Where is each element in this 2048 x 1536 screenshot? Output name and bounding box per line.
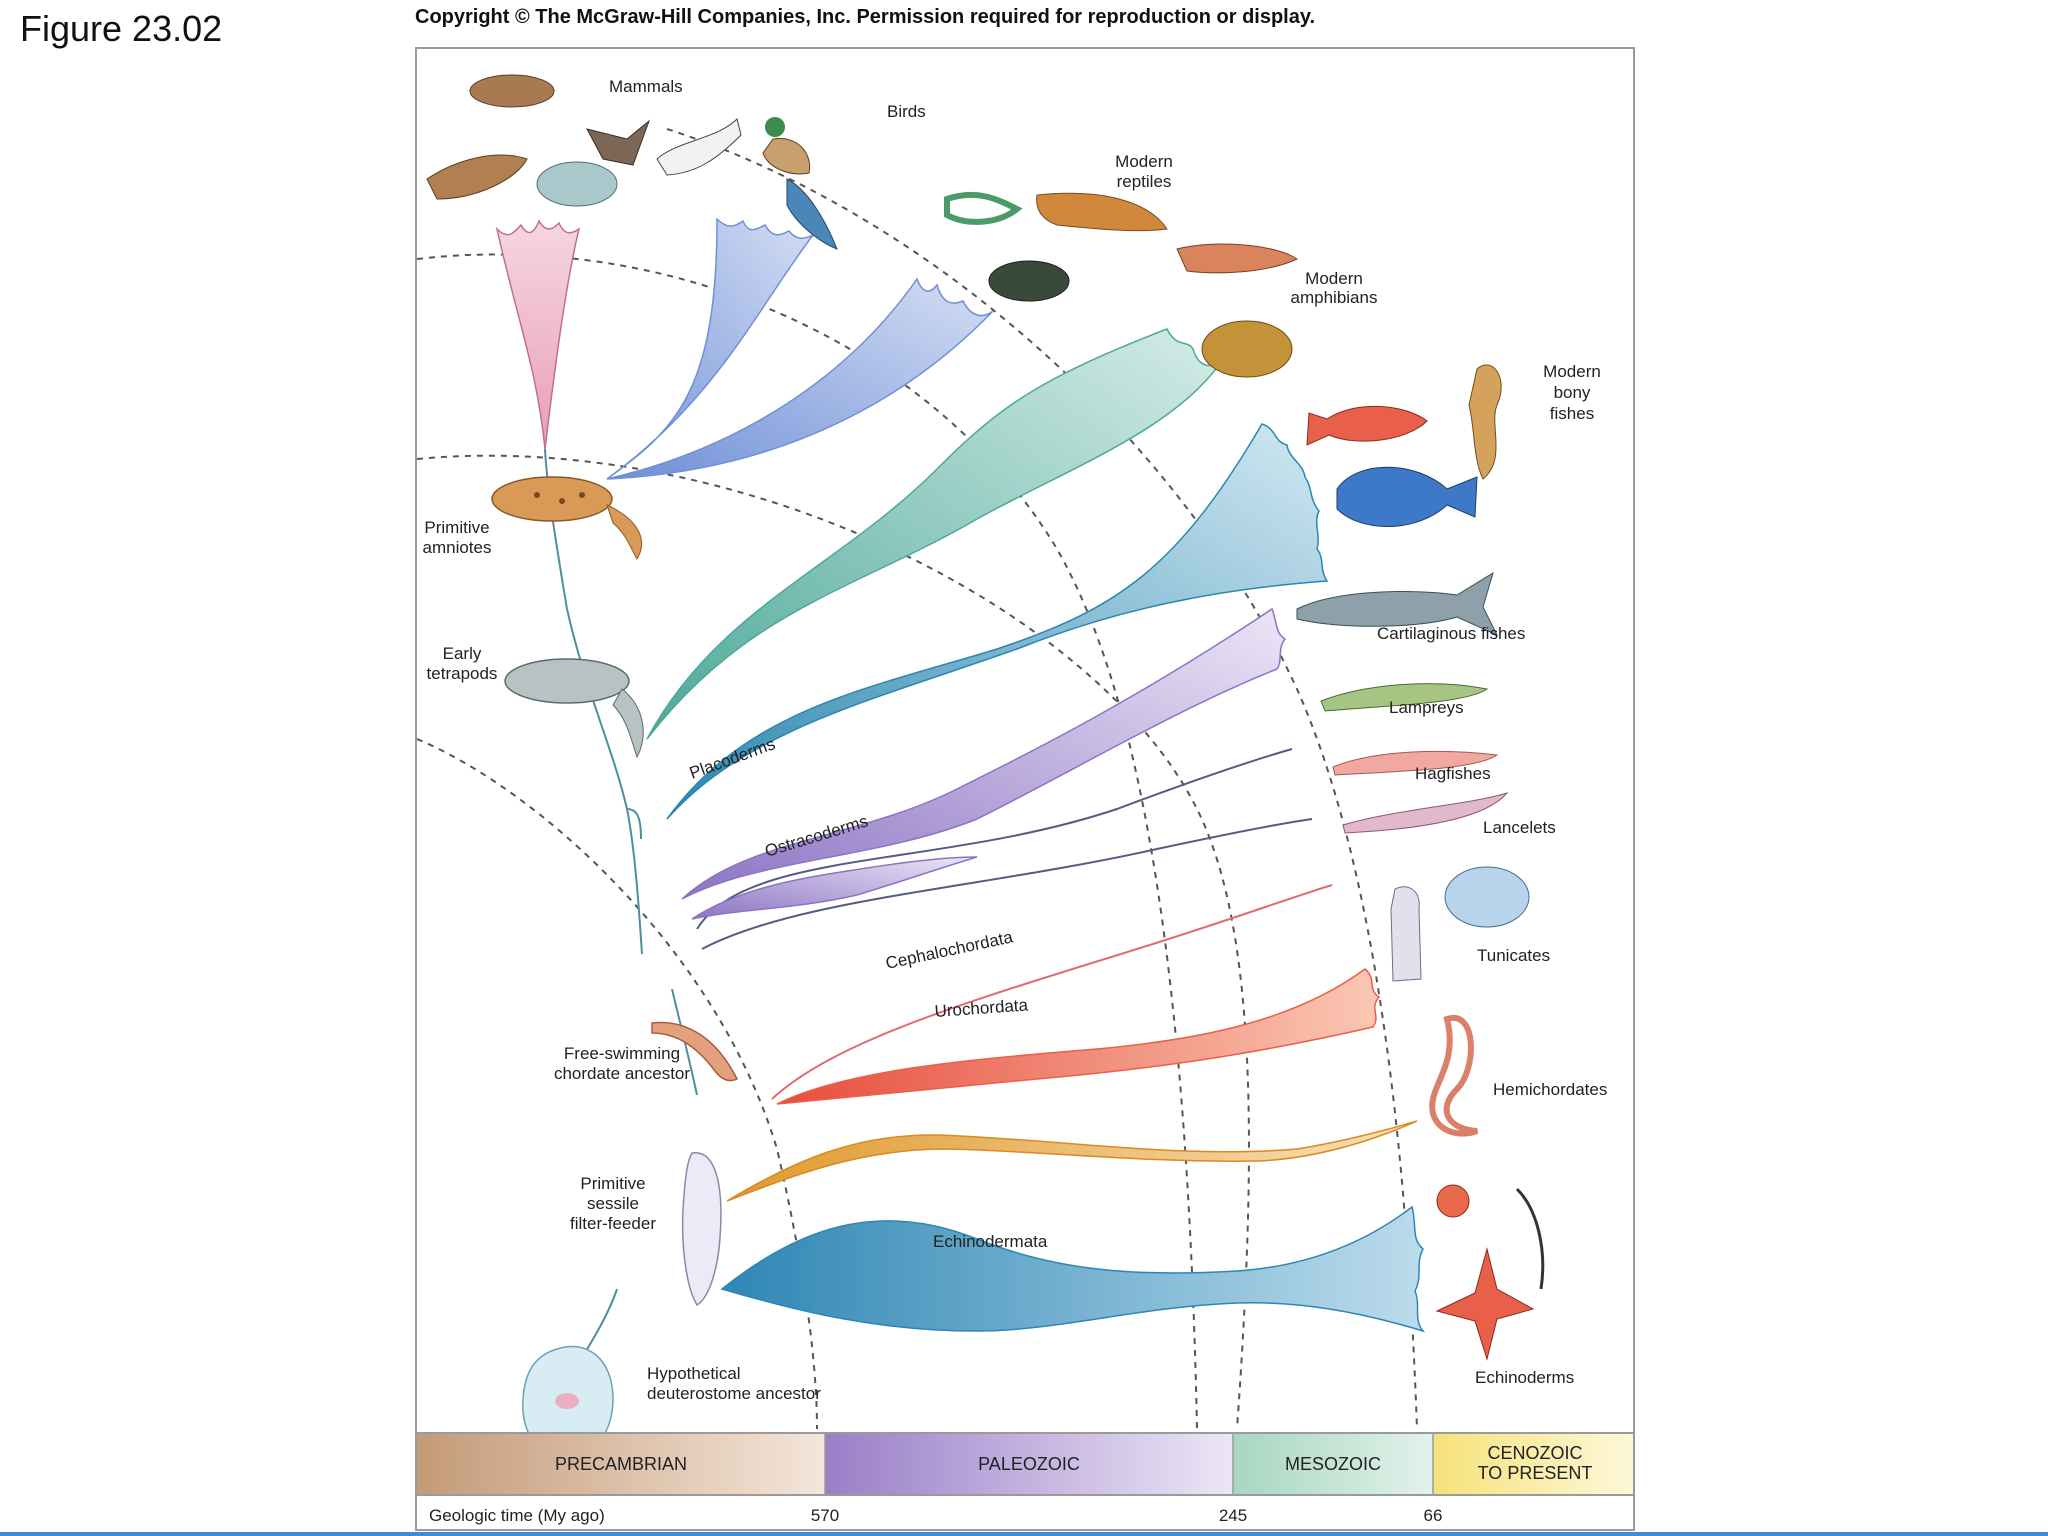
mammals-lineage — [495, 219, 581, 450]
ostracoderms-lineage — [691, 856, 978, 920]
label-placoderms: Placoderms — [687, 734, 778, 783]
era-label-mesozoic: MESOZOIC — [1285, 1454, 1381, 1474]
label-echinodermata: Echinodermata — [933, 1232, 1048, 1251]
lamprey-figure — [1320, 683, 1489, 712]
bony-fish-figures — [1306, 364, 1502, 527]
label-bony-3: fishes — [1550, 404, 1594, 423]
amphibians-lineage — [646, 328, 1224, 740]
label-sessile-3: filter-feeder — [570, 1214, 656, 1233]
label-deuterostome-1: Hypothetical — [647, 1364, 741, 1383]
label-echinoderms: Echinoderms — [1475, 1368, 1574, 1387]
bony-fishes-lineage — [666, 423, 1329, 820]
shark-figure — [1296, 571, 1499, 637]
label-hemichordates: Hemichordates — [1493, 1080, 1607, 1099]
sessile-filter-feeder-figure — [681, 1152, 722, 1307]
era-bar: PRECAMBRIAN PALEOZOIC MESOZOIC CENOZOIC … — [417, 1432, 1633, 1525]
reptiles-lineage — [606, 277, 994, 480]
mammal-figures — [426, 74, 651, 207]
bottom-accent-rule — [0, 1532, 2048, 1536]
jawless-lineages — [696, 748, 1313, 950]
label-sessile-1: Primitive — [580, 1174, 645, 1193]
label-early-tetrapods-1: Early — [443, 644, 482, 663]
evolution-diagram: Mammals Birds Modern reptiles Modern amp… — [417, 74, 1633, 1525]
chordate-stem — [544, 448, 698, 1392]
echinoderm-figures — [1435, 1184, 1545, 1361]
label-bony-2: bony — [1554, 383, 1591, 402]
era-label-cenozoic-2: TO PRESENT — [1478, 1463, 1593, 1483]
timeline-label: Geologic time (My ago) — [429, 1506, 605, 1525]
label-amphibians-1: Modern — [1305, 269, 1363, 288]
era-paleozoic — [825, 1433, 1233, 1495]
label-primitive-amniotes-1: Primitive — [424, 518, 489, 537]
era-precambrian — [417, 1433, 825, 1495]
era-label-cenozoic-1: CENOZOIC — [1487, 1443, 1582, 1463]
timeline-tick-66: 66 — [1424, 1506, 1443, 1525]
evolution-diagram-frame: Mammals Birds Modern reptiles Modern amp… — [415, 47, 1635, 1531]
copyright-notice: Copyright © The McGraw-Hill Companies, I… — [415, 6, 1316, 28]
label-early-tetrapods-2: tetrapods — [427, 664, 498, 683]
label-tunicates: Tunicates — [1477, 946, 1550, 965]
label-cephalochordata: Cephalochordata — [884, 927, 1015, 973]
era-cenozoic — [1433, 1433, 1633, 1495]
label-bony-1: Modern — [1543, 362, 1601, 381]
reptile-figures — [944, 191, 1168, 302]
timeline-tick-245: 245 — [1219, 1506, 1247, 1525]
label-primitive-amniotes-2: amniotes — [423, 538, 492, 557]
label-lancelets: Lancelets — [1483, 818, 1556, 837]
figure-label: Figure 23.02 — [20, 8, 223, 49]
lancelet-figure — [1342, 792, 1509, 834]
hemichordates-lineage — [726, 1120, 1418, 1202]
era-label-precambrian: PRECAMBRIAN — [555, 1454, 687, 1474]
label-free-swimming-2: chordate ancestor — [554, 1064, 690, 1083]
label-reptiles-2: reptiles — [1117, 172, 1172, 191]
amphibian-figures — [1176, 243, 1298, 378]
birds-lineage — [606, 217, 814, 480]
label-amphibians-2: amphibians — [1291, 288, 1378, 307]
early-tetrapod-figure — [504, 658, 644, 759]
label-mammals: Mammals — [609, 77, 683, 96]
timeline-tick-570: 570 — [811, 1506, 839, 1525]
tunicate-figures — [1390, 866, 1530, 982]
label-urochordata: Urochordata — [934, 995, 1029, 1021]
label-cartilaginous: Cartilaginous fishes — [1377, 624, 1525, 643]
cartilaginous-lineage — [681, 607, 1287, 900]
echinodermata-lineage — [720, 1205, 1426, 1333]
hagfish-figure — [1332, 750, 1499, 776]
free-swimming-ancestor-figure — [651, 1021, 739, 1082]
label-lampreys: Lampreys — [1389, 698, 1464, 717]
bird-figures — [656, 117, 838, 250]
lancelets-lineage — [771, 884, 1333, 1100]
era-mesozoic — [1233, 1433, 1433, 1495]
hemichordate-figure — [1429, 1014, 1479, 1137]
label-hagfishes: Hagfishes — [1415, 764, 1491, 783]
label-reptiles-1: Modern — [1115, 152, 1173, 171]
era-label-paleozoic: PALEOZOIC — [978, 1454, 1080, 1474]
urochordata-lineage — [776, 968, 1381, 1105]
label-birds: Birds — [887, 102, 926, 121]
label-sessile-2: sessile — [587, 1194, 639, 1213]
label-free-swimming-1: Free-swimming — [564, 1044, 680, 1063]
label-deuterostome-2: deuterostome ancestor — [647, 1384, 821, 1403]
primitive-amniote-figure — [491, 476, 643, 560]
